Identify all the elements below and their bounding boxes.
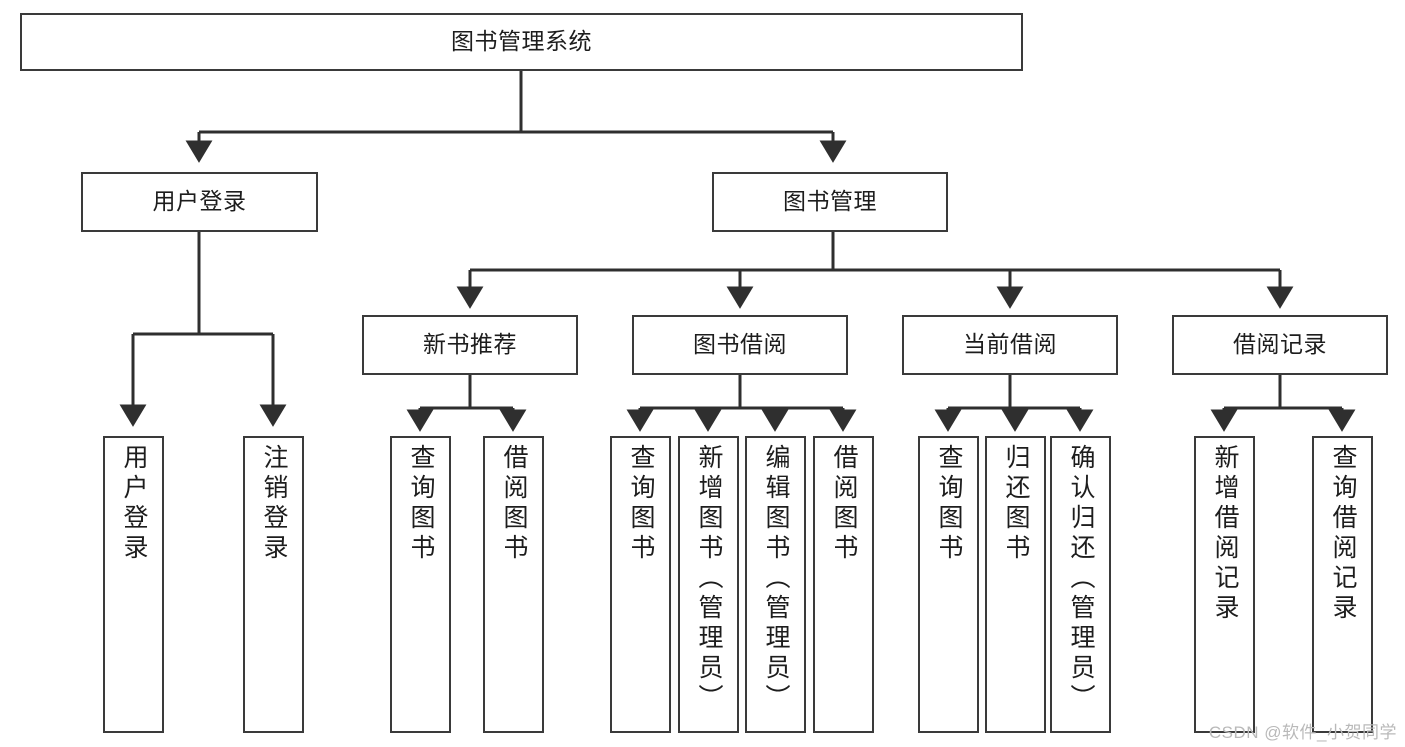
node-borrow-record-label: 借阅记录 — [1233, 331, 1327, 358]
node-leaf-label: 查询图书 — [935, 444, 963, 564]
node-leaf-label: 查询图书 — [407, 444, 435, 564]
node-book-management-label: 图书管理 — [783, 188, 877, 215]
node-new-book-recommend[interactable]: 新书推荐 — [362, 315, 578, 375]
watermark-text: CSDN @软件_小贺同学 — [1208, 723, 1397, 742]
node-leaf-label: 新增借阅记录 — [1211, 444, 1239, 624]
node-current-borrow-label: 当前借阅 — [963, 331, 1057, 358]
node-leaf-borrow-add-book-admin[interactable]: 新增图书（管理员） — [678, 436, 739, 733]
node-leaf-label: 查询借阅记录 — [1329, 444, 1357, 624]
node-leaf-label: 借阅图书 — [500, 444, 528, 564]
node-user-login[interactable]: 用户登录 — [81, 172, 318, 232]
node-new-book-recommend-label: 新书推荐 — [423, 331, 517, 358]
node-borrow-record[interactable]: 借阅记录 — [1172, 315, 1388, 375]
node-leaf-label: 新增图书（管理员） — [695, 444, 723, 714]
node-leaf-current-confirm-return-admin[interactable]: 确认归还（管理员） — [1050, 436, 1111, 733]
node-leaf-new-book-borrow[interactable]: 借阅图书 — [483, 436, 544, 733]
node-leaf-label: 借阅图书 — [830, 444, 858, 564]
node-book-borrow[interactable]: 图书借阅 — [632, 315, 848, 375]
node-leaf-current-query-book[interactable]: 查询图书 — [918, 436, 979, 733]
node-leaf-record-add-record[interactable]: 新增借阅记录 — [1194, 436, 1255, 733]
node-leaf-borrow-edit-book-admin[interactable]: 编辑图书（管理员） — [745, 436, 806, 733]
node-leaf-new-book-query[interactable]: 查询图书 — [390, 436, 451, 733]
node-root-system[interactable]: 图书管理系统 — [20, 13, 1023, 71]
node-leaf-record-query-record[interactable]: 查询借阅记录 — [1312, 436, 1373, 733]
node-leaf-user-login-login[interactable]: 用户登录 — [103, 436, 164, 733]
node-leaf-user-login-logout[interactable]: 注销登录 — [243, 436, 304, 733]
node-leaf-borrow-query-book[interactable]: 查询图书 — [610, 436, 671, 733]
node-leaf-label: 用户登录 — [120, 444, 148, 564]
node-leaf-label: 归还图书 — [1002, 444, 1030, 564]
node-book-management[interactable]: 图书管理 — [712, 172, 948, 232]
node-current-borrow[interactable]: 当前借阅 — [902, 315, 1118, 375]
node-user-login-label: 用户登录 — [152, 188, 247, 215]
node-book-borrow-label: 图书借阅 — [693, 331, 787, 358]
node-leaf-borrow-borrow-book[interactable]: 借阅图书 — [813, 436, 874, 733]
node-leaf-label: 注销登录 — [260, 444, 288, 564]
node-leaf-current-return-book[interactable]: 归还图书 — [985, 436, 1046, 733]
node-leaf-label: 编辑图书（管理员） — [762, 444, 790, 714]
node-leaf-label: 确认归还（管理员） — [1067, 444, 1095, 714]
node-root-system-label: 图书管理系统 — [451, 28, 592, 55]
node-leaf-label: 查询图书 — [627, 444, 655, 564]
